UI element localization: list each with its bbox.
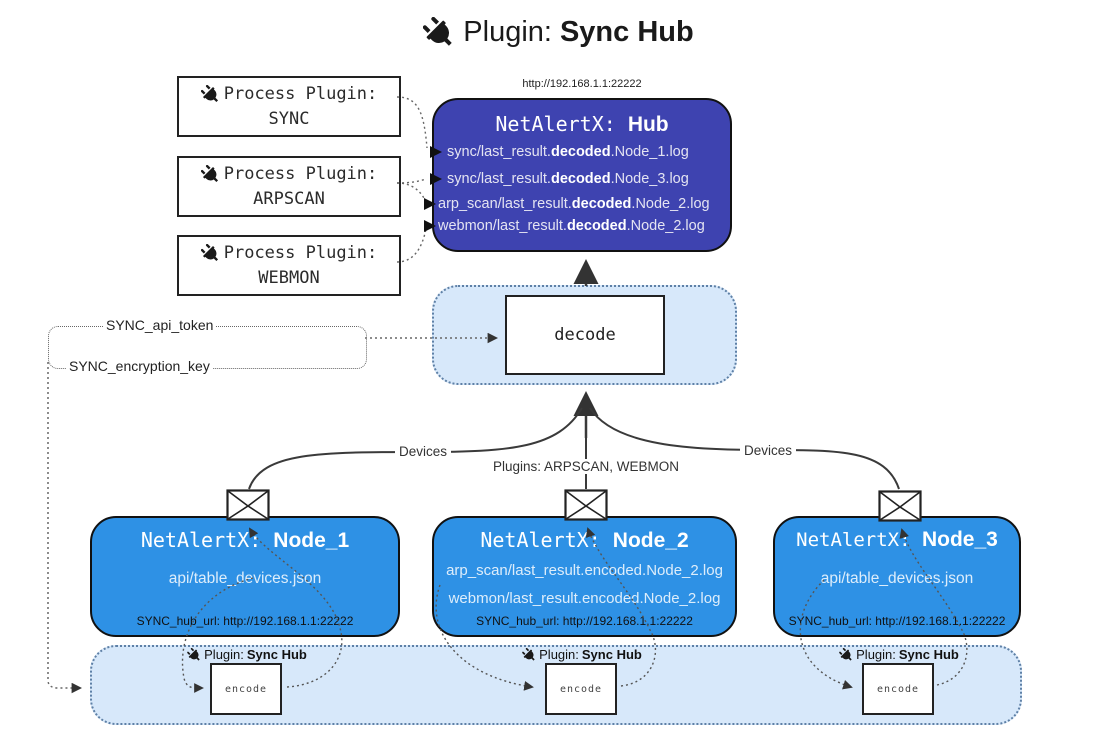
node-hub-url: SYNC_hub_url: http://192.168.1.1:22222: [136, 614, 354, 628]
node-title: NetAlertX: Node_2: [480, 528, 689, 552]
encode-plugin-label: Plugin: Sync Hub: [839, 647, 959, 662]
hub-url: http://192.168.1.1:22222: [522, 78, 642, 90]
node-file: api/table_devices.json: [820, 570, 974, 587]
sync-api-token-label: SYNC_api_token: [103, 317, 217, 333]
process-plugin-name: SYNC: [268, 108, 310, 129]
encode-plugin-label: Plugin: Sync Hub: [187, 647, 307, 662]
hub-log-line: arp_scan/last_result.decoded.Node_2.log: [438, 196, 710, 212]
node-title: NetAlertX: Node_3: [796, 528, 998, 551]
sync-encryption-key-label: SYNC_encryption_key: [66, 358, 213, 374]
hub-log-line: sync/last_result.decoded.Node_1.log: [447, 144, 689, 160]
node-file: arp_scan/last_result.encoded.Node_2.log: [446, 562, 723, 579]
hub-name: Hub: [627, 113, 669, 136]
node-hub-url: SYNC_hub_url: http://192.168.1.1:22222: [788, 614, 1006, 628]
node-box-1: NetAlertX: Node_1 api/table_devices.json…: [90, 516, 400, 637]
hub-log-line: sync/last_result.decoded.Node_3.log: [447, 171, 689, 187]
hub-app: NetAlertX:: [495, 112, 628, 136]
node-title: NetAlertX: Node_1: [140, 528, 350, 552]
plugin-to-hub-links: [396, 96, 428, 263]
devices-label-left: Devices: [395, 444, 452, 459]
title-name: Sync Hub: [559, 16, 694, 48]
process-plugin-name: WEBMON: [258, 267, 320, 288]
encode-box-3: encode: [862, 663, 934, 715]
node-file: webmon/last_result.encoded.Node_2.log: [448, 590, 721, 607]
page-title: Plugin: Sync Hub: [0, 16, 1117, 49]
process-plugin-label: Process Plugin:: [223, 242, 378, 263]
plugins-label-center: Plugins: ARPSCAN, WEBMON: [488, 459, 684, 474]
hub-box: [432, 98, 732, 252]
encode-box-2: encode: [545, 663, 617, 715]
envelope-icon: [564, 489, 608, 521]
encode-box-1: encode: [210, 663, 282, 715]
node-hub-url: SYNC_hub_url: http://192.168.1.1:22222: [476, 614, 693, 628]
process-plugin-box-sync: Process Plugin: SYNC: [177, 76, 401, 137]
envelope-icon: [878, 490, 922, 522]
secrets-to-encode-panel-link: [47, 362, 83, 694]
node-file: api/table_devices.json: [168, 570, 322, 587]
hub-title: NetAlertX: Hub: [432, 112, 732, 137]
encode-plugin-label: Plugin: Sync Hub: [522, 647, 642, 662]
hub-log-line: webmon/last_result.decoded.Node_2.log: [438, 218, 705, 234]
node-box-3: NetAlertX: Node_3 api/table_devices.json…: [773, 516, 1021, 637]
process-plugin-label: Process Plugin:: [223, 163, 378, 184]
process-plugin-label: Process Plugin:: [223, 83, 378, 104]
process-plugin-box-webmon: Process Plugin: WEBMON: [177, 235, 401, 296]
process-plugin-name: ARPSCAN: [253, 188, 325, 209]
decode-box: decode: [505, 295, 665, 375]
plug-icon: [839, 647, 854, 662]
devices-label-right: Devices: [740, 443, 797, 458]
plug-icon: [200, 243, 220, 263]
plug-icon: [200, 164, 220, 184]
plug-icon: [187, 647, 202, 662]
process-plugin-box-arpscan: Process Plugin: ARPSCAN: [177, 156, 401, 217]
envelope-icon: [226, 489, 270, 521]
plug-icon: [200, 84, 220, 104]
plug-icon: [423, 16, 456, 49]
node-feeder-curves: [248, 407, 900, 490]
plug-icon: [522, 647, 537, 662]
title-label: Plugin:: [463, 16, 552, 48]
node-box-2: NetAlertX: Node_2 arp_scan/last_result.e…: [432, 516, 737, 637]
